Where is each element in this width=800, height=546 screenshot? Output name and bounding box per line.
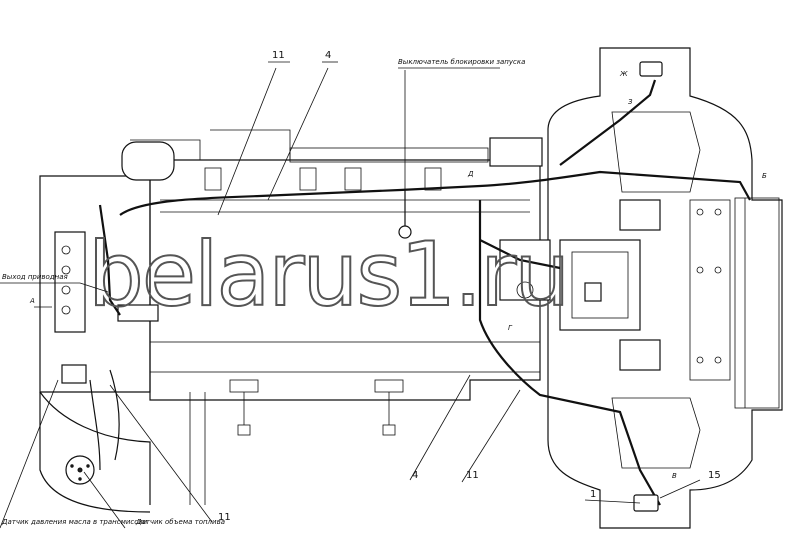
- callout-15: 15: [708, 470, 721, 481]
- leader-lines: [0, 61, 701, 529]
- brake-switch-label: Выключатель блокировки запуска: [398, 58, 525, 66]
- view-mark-b: Б: [762, 172, 767, 180]
- fuel-sensor-label: Датчик объема топлива: [135, 518, 225, 526]
- callout-11-top: 11: [272, 50, 285, 61]
- engine-block: [39, 129, 543, 513]
- view-mark-d: Д: [467, 170, 474, 178]
- callout-4-bottom: 4: [412, 470, 418, 481]
- view-mark-z: З: [628, 98, 633, 106]
- view-mark-g: Г: [508, 324, 513, 332]
- callout-11-bottom: 11: [466, 470, 479, 481]
- transmission-unit: [499, 199, 731, 381]
- callout-4-top: 4: [325, 50, 331, 61]
- rear-frame-outline: [547, 47, 783, 529]
- drive-output-label: Выход приводная: [2, 273, 68, 281]
- view-mark-v: В: [672, 472, 677, 480]
- left-connector-block: [54, 231, 159, 333]
- fuel-sensor-flange: [65, 455, 95, 485]
- view-mark-zh: Ж: [619, 70, 628, 78]
- callout-11-left: 11: [218, 512, 231, 523]
- oil-pressure-sensor-body: [61, 364, 87, 384]
- wire-harness: [89, 61, 751, 512]
- view-mark-a: A: [29, 297, 35, 305]
- callout-1: 1: [590, 489, 596, 500]
- watermark-text: belarus1.ru: [88, 223, 568, 326]
- oil-pressure-sensor-label: Датчик давления масла в трансмиссии: [1, 518, 148, 526]
